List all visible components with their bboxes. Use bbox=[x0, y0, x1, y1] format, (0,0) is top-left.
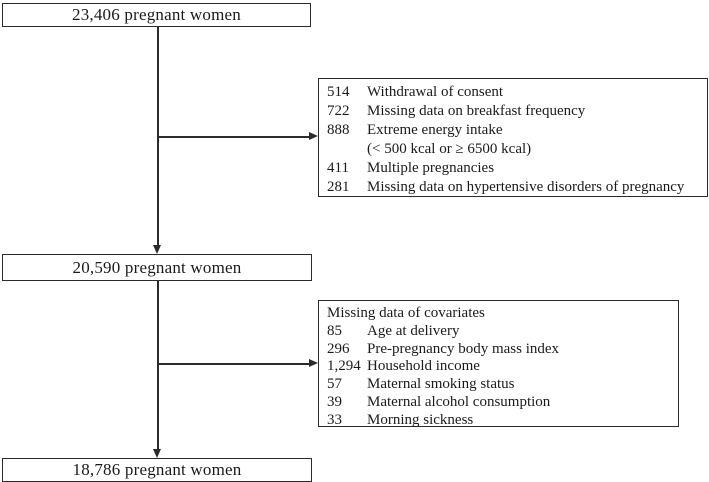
exclusion-reason: Missing data on breakfast frequency bbox=[367, 102, 586, 119]
exclusion-count: 281 bbox=[327, 178, 350, 195]
exclusion-box-1: 514 Withdrawal of consent 722 Missing da… bbox=[318, 78, 708, 197]
exclusion-reason: Maternal smoking status bbox=[367, 376, 515, 393]
exclusion-reason: Extreme energy intake bbox=[367, 121, 503, 138]
exclusion-count: 411 bbox=[327, 159, 349, 176]
population-box-initial: 23,406 pregnant women bbox=[2, 3, 311, 27]
branch-line-exclusion2 bbox=[157, 363, 309, 365]
exclusion-count bbox=[327, 140, 367, 159]
exclusion1-row: 411 Multiple pregnancies bbox=[327, 159, 701, 178]
population-box-intermediate: 20,590 pregnant women bbox=[2, 254, 312, 281]
exclusion2-row: 1,294 Household income bbox=[327, 358, 672, 376]
exclusion1-row: 722 Missing data on breakfast frequency bbox=[327, 102, 701, 121]
exclusion-count: 722 bbox=[327, 102, 350, 119]
exclusion1-row: 514 Withdrawal of consent bbox=[327, 83, 701, 102]
exclusion2-row: 296 Pre-pregnancy body mass index bbox=[327, 341, 672, 359]
exclusion-count: 1,294 bbox=[327, 358, 361, 375]
exclusion-reason: Morning sickness bbox=[367, 411, 474, 428]
exclusion1-row: 888 Extreme energy intake bbox=[327, 121, 701, 140]
arrowhead-into-box2 bbox=[153, 245, 161, 254]
exclusion-count: 296 bbox=[327, 340, 350, 357]
exclusion-count: 33 bbox=[327, 411, 342, 428]
exclusion-box-2: Missing data of covariates 85 Age at del… bbox=[318, 300, 679, 430]
exclusion-count: 888 bbox=[327, 121, 350, 138]
exclusion-count: 85 bbox=[327, 322, 342, 339]
exclusion-reason: Pre-pregnancy body mass index bbox=[367, 340, 560, 357]
population-box-final: 18,786 pregnant women bbox=[2, 458, 312, 482]
arrowhead-into-exclusion2 bbox=[309, 359, 318, 367]
population-box-intermediate-label: 20,590 pregnant women bbox=[72, 257, 242, 277]
population-box-initial-label: 23,406 pregnant women bbox=[72, 5, 241, 24]
arrowhead-into-box3 bbox=[153, 449, 161, 458]
exclusion-reason: Missing data on hypertensive disorders o… bbox=[367, 178, 685, 195]
exclusion-reason: (< 500 kcal or ≥ 6500 kcal) bbox=[367, 140, 532, 157]
population-box-final-label: 18,786 pregnant women bbox=[72, 460, 242, 479]
exclusion-reason: Multiple pregnancies bbox=[367, 159, 495, 176]
exclusion2-row: 39 Maternal alcohol consumption bbox=[327, 394, 672, 412]
exclusion-count: 57 bbox=[327, 376, 342, 393]
exclusion-reason: Household income bbox=[367, 358, 480, 375]
exclusion2-row: 33 Morning sickness bbox=[327, 412, 672, 430]
arrowhead-into-exclusion1 bbox=[309, 132, 318, 140]
branch-line-exclusion1 bbox=[157, 136, 309, 138]
exclusion2-title: Missing data of covariates bbox=[327, 305, 485, 321]
exclusion-reason: Withdrawal of consent bbox=[367, 84, 504, 100]
exclusion2-row: 57 Maternal smoking status bbox=[327, 376, 672, 394]
exclusion-count: 514 bbox=[327, 84, 350, 100]
exclusion2-row: 85 Age at delivery bbox=[327, 323, 672, 341]
connector-line-box2-box3 bbox=[157, 281, 159, 450]
exclusion-reason: Age at delivery bbox=[367, 322, 460, 339]
exclusion-reason: Maternal alcohol consumption bbox=[367, 393, 551, 410]
exclusion-count: 39 bbox=[327, 393, 342, 410]
exclusion1-row: 281 Missing data on hypertensive disorde… bbox=[327, 178, 701, 197]
exclusion1-row-continuation: (< 500 kcal or ≥ 6500 kcal) bbox=[327, 140, 701, 159]
